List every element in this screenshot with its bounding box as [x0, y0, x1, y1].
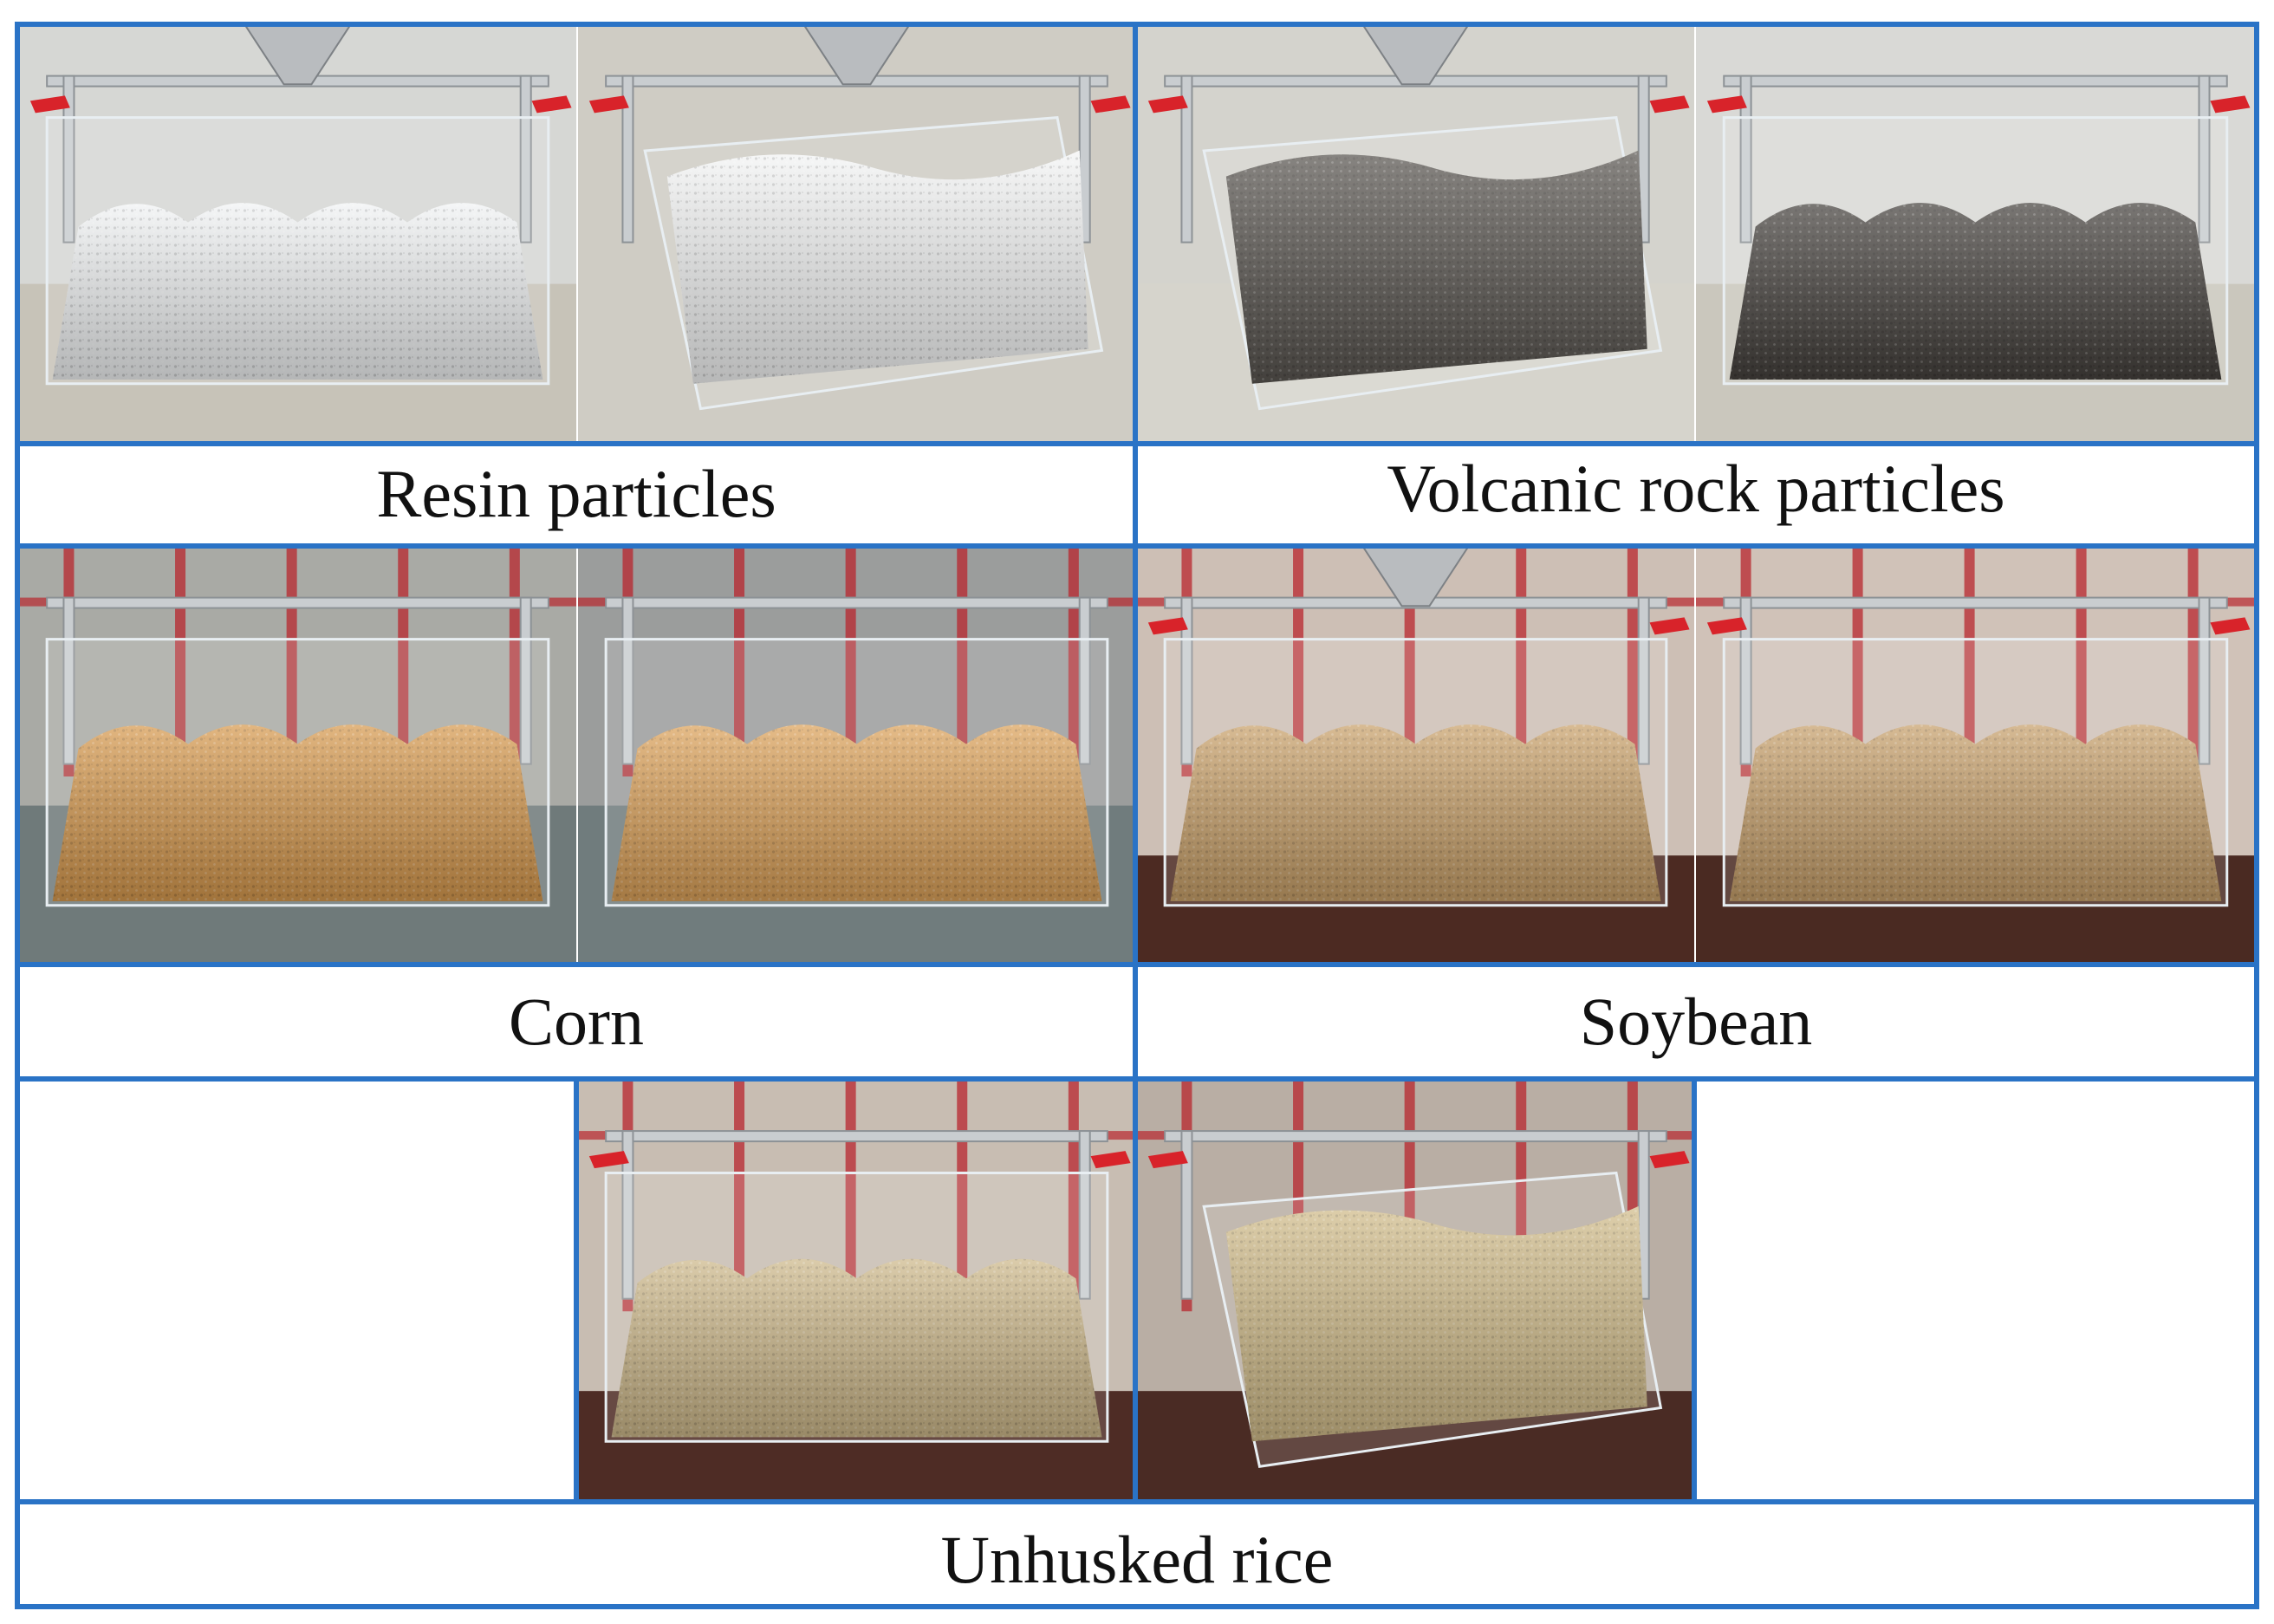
red-clamp	[1706, 617, 1747, 635]
corn-front-photo	[19, 548, 576, 964]
red-clamp	[1090, 1151, 1131, 1169]
photo-content	[19, 26, 576, 442]
red-clamp	[1147, 1151, 1188, 1169]
pile-shading	[1170, 724, 1661, 901]
gantry-beam	[605, 1130, 1108, 1143]
red-clamp	[29, 95, 70, 114]
caption-soybean: Soybean	[1580, 984, 1813, 1059]
resin-particles-front-photo	[19, 26, 576, 442]
red-clamp	[588, 1151, 629, 1169]
red-clamp	[588, 95, 629, 114]
caption-corn: Corn	[509, 984, 644, 1059]
red-clamp	[1090, 95, 1131, 114]
volcanic-rock-front-photo	[1696, 26, 2255, 442]
photo-content	[578, 1081, 1135, 1500]
gantry-beam	[605, 596, 1108, 609]
red-clamp	[1649, 1151, 1690, 1169]
funnel	[1362, 26, 1469, 86]
figure-borders	[15, 22, 2259, 1609]
pile-shading	[52, 724, 543, 901]
photo-content	[1137, 1081, 1694, 1500]
red-clamp	[2210, 617, 2251, 635]
photo-content	[1137, 548, 1694, 964]
red-clamp	[1147, 95, 1188, 114]
gantry-beam	[1164, 1130, 1667, 1143]
corn-oblique-photo	[578, 548, 1135, 964]
funnel	[1362, 548, 1469, 607]
funnel	[803, 26, 910, 86]
pile-shading	[666, 150, 1088, 384]
photo-content	[1137, 26, 1694, 442]
red-clamp	[1649, 95, 1690, 114]
caption-volcanic-rock-particles: Volcanic rock particles	[1387, 451, 2004, 526]
soybean-oblique-photo	[1696, 548, 2255, 964]
photo-content	[19, 548, 576, 964]
unhusked-rice-oblique-photo	[1137, 1081, 1694, 1500]
pile-shading	[1729, 203, 2222, 380]
red-clamp	[1649, 617, 1690, 635]
pile-shading	[1225, 150, 1647, 384]
red-clamp	[2210, 95, 2251, 114]
red-clamp	[1706, 95, 1747, 114]
pile-shading	[52, 203, 543, 380]
funnel	[244, 26, 351, 86]
gantry-leg	[1180, 75, 1193, 244]
photo-content	[1696, 26, 2255, 442]
caption-resin-particles: Resin particles	[376, 456, 776, 531]
gantry-leg	[1180, 1130, 1193, 1300]
gantry-beam	[46, 596, 549, 609]
photo-content	[1696, 548, 2255, 964]
pile-shading	[1225, 1205, 1647, 1442]
caption-unhusked-rice: Unhusked rice	[941, 1522, 1334, 1597]
photo-content	[578, 548, 1135, 964]
photo-grid	[19, 26, 2255, 1500]
photo-content	[578, 26, 1135, 442]
red-clamp	[531, 95, 572, 114]
volcanic-rock-oblique-photo	[1137, 26, 1694, 442]
red-clamp	[1147, 617, 1188, 635]
gantry-beam	[1723, 596, 2228, 609]
unhusked-rice-front-photo	[578, 1081, 1135, 1500]
gantry-leg	[621, 75, 634, 244]
gantry-beam	[1723, 75, 2228, 88]
pile-shading	[1729, 724, 2222, 901]
pile-shading	[611, 724, 1102, 901]
soybean-front-photo	[1137, 548, 1694, 964]
pile-shading	[611, 1258, 1102, 1438]
resin-particles-oblique-photo	[578, 26, 1135, 442]
